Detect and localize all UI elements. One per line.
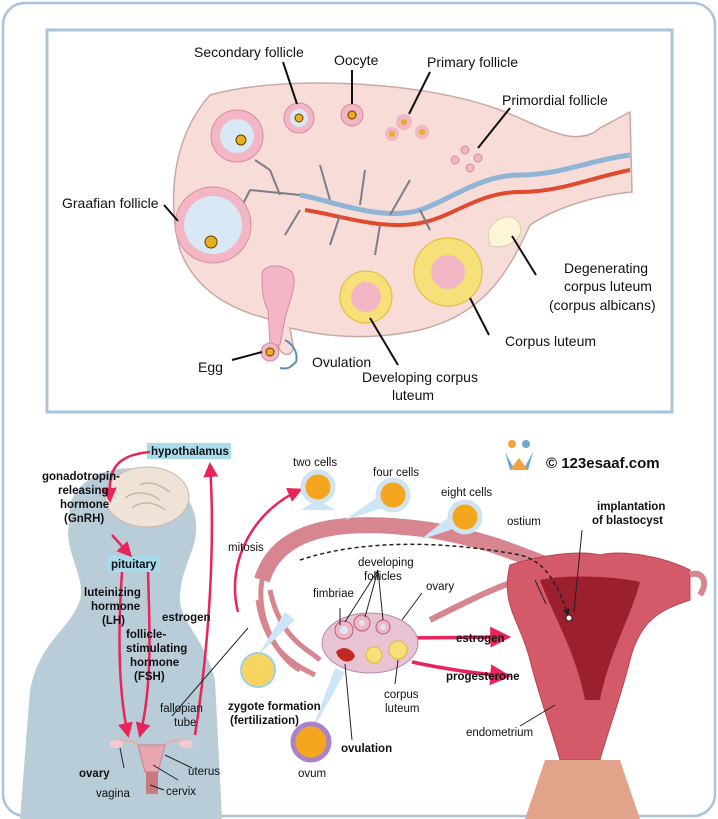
graafian-follicle-drawing	[174, 109, 264, 264]
label-ovum: ovum	[298, 768, 326, 780]
label-gnrh-3: hormone	[60, 499, 109, 511]
label-degenerating-1: Degenerating	[564, 260, 648, 276]
label-egg: Egg	[198, 359, 223, 375]
label-fallopian-2: tube	[174, 717, 196, 729]
label-primary-follicle: Primary follicle	[427, 54, 518, 70]
label-zygote-2: (fertilization)	[230, 715, 299, 727]
label-implantation-2: of blastocyst	[592, 515, 663, 527]
blastocyst-path	[299, 543, 570, 617]
label-fallopian-1: fallopian	[160, 703, 203, 715]
small-uterus-drawing	[109, 738, 193, 794]
eight-cells-bubble	[420, 499, 483, 540]
label-fimbriae: fimbriae	[313, 588, 354, 600]
corpus-albicans-drawing	[487, 216, 522, 248]
label-four-cells: four cells	[373, 467, 419, 479]
cycle-labels: © 123esaaf.com hypothalamus gonadotropin…	[42, 446, 665, 800]
label-lh-2: hormone	[91, 601, 140, 613]
vein-vessel	[299, 152, 631, 216]
label-ovary-body: ovary	[79, 768, 110, 780]
label-corpus-luteum-1: corpus	[384, 689, 419, 701]
label-degenerating-2: corpus luteum	[564, 278, 652, 294]
ovary-illustration	[163, 61, 633, 370]
blastocyst-dot	[565, 614, 573, 622]
fallopian-tube-drawing	[254, 517, 563, 583]
two-cells-bubble	[300, 469, 336, 510]
body-silhouette	[20, 468, 222, 819]
vagina-drawing	[525, 760, 640, 819]
ovary-leader-lines	[163, 61, 537, 366]
label-fsh-2: stimulating	[126, 643, 187, 655]
label-mitosis: mitosis	[228, 542, 264, 554]
label-corpus-luteum-2: luteum	[385, 703, 420, 715]
ovulation-drawing	[260, 265, 295, 362]
label-degenerating-3: (corpus albicans)	[549, 297, 656, 313]
corpus-luteum-drawing	[413, 237, 483, 307]
label-estrogen: estrogen	[456, 633, 505, 645]
label-fsh-3: hormone	[130, 657, 179, 669]
brain-folds	[124, 482, 171, 511]
label-ostium: ostium	[507, 516, 541, 528]
label-progesterone: progesterone	[446, 671, 520, 683]
label-estrogen-side: estrogen	[162, 612, 211, 624]
label-primordial-follicle: Primordial follicle	[502, 92, 608, 108]
hormone-arrows	[101, 450, 512, 738]
watermark-logo	[505, 440, 533, 470]
label-vagina: vagina	[96, 788, 130, 800]
label-lh-1: luteinizing	[84, 587, 141, 599]
label-uterus: uterus	[188, 766, 220, 778]
label-gnrh-1: gonadotropin-	[42, 471, 120, 483]
right-tube-stub	[688, 570, 708, 597]
label-endometrium: endometrium	[466, 727, 533, 739]
developing-corpus-luteum-drawing	[339, 270, 393, 324]
label-eight-cells: eight cells	[441, 487, 492, 499]
label-oocyte: Oocyte	[334, 52, 379, 68]
label-ovulation-cycle: ovulation	[341, 743, 392, 755]
label-graafian-follicle: Graafian follicle	[62, 195, 159, 211]
zygote-bubble	[240, 612, 295, 688]
detail-ovary-drawing	[321, 612, 419, 674]
cycle-leader-lines	[119, 529, 583, 791]
label-developing-1: Developing corpus	[362, 369, 478, 385]
ovum-bubble	[290, 668, 345, 763]
label-implantation-1: implantation	[597, 501, 665, 513]
hypothalamus-box	[147, 443, 231, 459]
label-gnrh-2: releasing	[58, 485, 109, 497]
label-developing-follicles-2: follicles	[364, 571, 402, 583]
label-developing-follicles-1: developing	[358, 557, 414, 569]
secondary-follicle-drawing	[283, 102, 315, 134]
label-hypothalamus: hypothalamus	[151, 446, 229, 458]
label-two-cells: two cells	[293, 457, 337, 469]
label-fsh-4: (FSH)	[134, 671, 165, 683]
label-secondary-follicle: Secondary follicle	[194, 44, 304, 60]
label-gnrh-4: (GnRH)	[64, 513, 104, 525]
label-fsh-1: follicle-	[126, 629, 166, 641]
label-corpus-luteum: Corpus luteum	[505, 333, 596, 349]
label-ovary-detail: ovary	[426, 581, 454, 593]
artery-vessel	[304, 168, 631, 228]
vessel-branches	[239, 159, 431, 256]
label-ovulation: Ovulation	[312, 354, 371, 370]
label-pituitary: pituitary	[111, 559, 157, 571]
oocyte-drawing	[340, 103, 364, 127]
label-zygote-1: zygote formation	[228, 701, 321, 713]
pituitary-box	[108, 556, 160, 572]
primary-follicles-drawing	[385, 114, 429, 141]
ovulation-bracket	[279, 339, 298, 370]
primordial-follicles-drawing	[450, 145, 483, 173]
label-cervix: cervix	[166, 786, 196, 798]
ovary-labels: Secondary follicle Oocyte Primary follic…	[62, 44, 656, 403]
watermark-text: © 123esaaf.com	[546, 455, 660, 472]
label-lh-3: (LH)	[102, 615, 125, 627]
label-developing-2: luteum	[392, 387, 434, 403]
four-cells-bubble	[345, 477, 411, 520]
